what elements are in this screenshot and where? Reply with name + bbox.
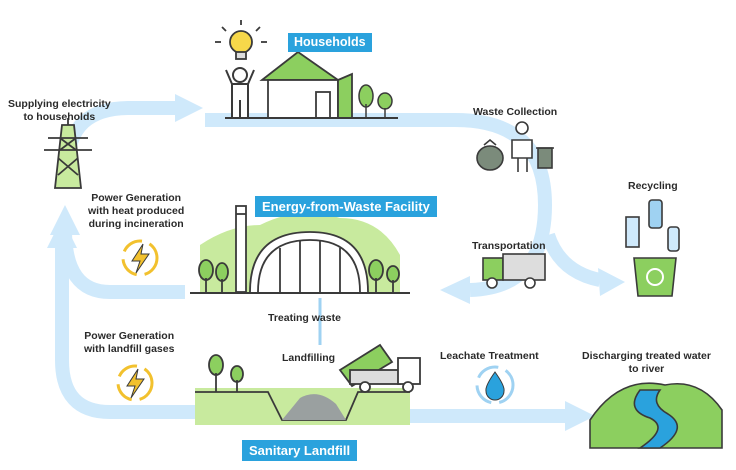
supplying-line-2: to households [23, 111, 96, 123]
bin-icon [536, 147, 554, 169]
house-icon [259, 50, 353, 119]
power-gen-landfill-line-2: with landfill gases [84, 343, 175, 355]
tree-icon [198, 259, 400, 292]
supplying-line-1: Supplying electricity [8, 98, 111, 110]
person-icon [225, 67, 255, 119]
landfill-scene [195, 343, 421, 425]
transportation-label: Transportation [472, 240, 546, 252]
arrowhead-households [175, 94, 203, 122]
power-gen-landfill-line-1: Power Generation [84, 330, 175, 342]
lightning-icon [121, 239, 159, 277]
recycling-scene [625, 199, 680, 297]
supplying-electricity-label: Supplying electricity to households [8, 98, 111, 124]
chimney-icon [235, 205, 247, 293]
power-gen-heat-line-2: with heat produced [88, 205, 185, 217]
flow-efw-left-arrow [58, 229, 185, 299]
sanitary-landfill-tag: Sanitary Landfill [242, 440, 358, 461]
leachate-treatment-label: Leachate Treatment [440, 350, 539, 362]
garbage-bag-icon [476, 138, 504, 171]
bottles-icon [625, 199, 680, 252]
waste-collection-scene [476, 121, 554, 172]
recycling-label: Recycling [628, 180, 678, 192]
power-gen-heat-line-3: during incineration [88, 218, 184, 230]
discharging-line-1: Discharging treated water [582, 350, 711, 362]
tree-icon [208, 354, 244, 392]
worker-icon [511, 121, 533, 172]
arrowhead-efw [440, 276, 470, 304]
flow-landfill-left-arrow [55, 245, 240, 419]
arrow-heads [47, 94, 625, 431]
arrowhead-left-loop [47, 218, 77, 248]
treating-waste-label: Treating waste [268, 312, 341, 324]
power-generation-landfill-label: Power Generation with landfill gases [84, 330, 174, 356]
tree-icon [358, 84, 393, 118]
discharging-water-label: Discharging treated water to river [582, 350, 711, 376]
power-generation-heat-label: Power Generation with heat produced duri… [88, 192, 184, 231]
flow-recycling-arrow [541, 232, 602, 287]
truck-icon [482, 253, 546, 289]
droplet-icon [475, 365, 515, 405]
arrowhead-river [565, 401, 595, 431]
recycle-bin-icon [633, 257, 677, 297]
landfilling-label: Landfilling [282, 352, 336, 364]
power-tower-icon [44, 118, 92, 189]
households-tag: Households [288, 33, 372, 52]
efw-facility [190, 205, 410, 294]
efw-facility-tag: Energy-from-Waste Facility [255, 196, 437, 217]
power-gen-heat-line-1: Power Generation [91, 192, 182, 204]
dump-truck-icon [338, 343, 421, 393]
waste-collection-label: Waste Collection [473, 106, 558, 118]
light-bulb-icon [215, 20, 267, 60]
lightning-icon [116, 364, 154, 402]
river-icon [589, 382, 723, 449]
arrowhead-recycling [598, 268, 625, 296]
households-scene [215, 20, 398, 119]
discharging-line-2: to river [628, 363, 665, 375]
